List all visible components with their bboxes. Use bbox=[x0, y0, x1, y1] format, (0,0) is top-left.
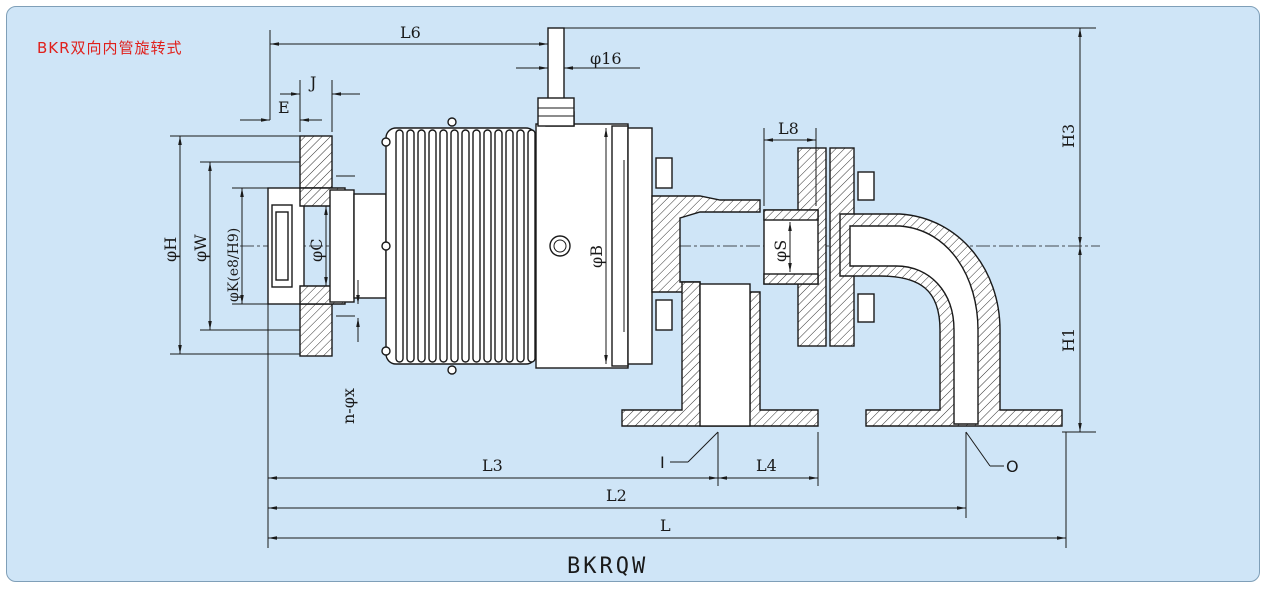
housing-fin bbox=[527, 129, 536, 363]
housing-fin bbox=[395, 129, 404, 363]
left-flange bbox=[267, 135, 387, 357]
housing-fin bbox=[439, 129, 448, 363]
housing-fin bbox=[428, 129, 437, 363]
flange-bolts bbox=[655, 157, 875, 331]
dim-l8: L8 bbox=[778, 119, 799, 138]
housing-fin bbox=[516, 129, 525, 363]
housing-fin bbox=[483, 129, 492, 363]
dim-phi-s: φS bbox=[771, 240, 790, 262]
label-o: O bbox=[1006, 457, 1019, 476]
finned-housing bbox=[381, 117, 537, 375]
dim-l4: L4 bbox=[756, 456, 777, 475]
page-title: BKR双向内管旋转式 bbox=[37, 39, 183, 57]
center-body bbox=[535, 111, 653, 369]
dimensions: L6 φ16 J E L8 H3 H1 φH φW bbox=[161, 23, 1096, 548]
dim-l3: L3 bbox=[482, 456, 503, 475]
dim-l6: L6 bbox=[400, 23, 421, 42]
model-label: BKRQW bbox=[567, 554, 649, 579]
housing-fin bbox=[505, 129, 514, 363]
housing-fin bbox=[494, 129, 503, 363]
dim-l2: L2 bbox=[606, 486, 627, 505]
dim-phi-w: φW bbox=[191, 234, 210, 262]
outlet-elbow bbox=[621, 147, 1063, 427]
label-i: I bbox=[660, 453, 665, 472]
housing-fin bbox=[472, 129, 481, 363]
dim-j: J bbox=[308, 73, 316, 92]
housing-fin bbox=[461, 129, 470, 363]
dim-n-phi-x: n-φx bbox=[339, 388, 358, 424]
housing-fin bbox=[406, 129, 415, 363]
housing-fin bbox=[417, 129, 426, 363]
dim-l: L bbox=[660, 516, 671, 535]
dim-h3: H3 bbox=[1059, 124, 1078, 148]
dim-h1: H1 bbox=[1059, 328, 1078, 352]
dim-phi-b: φB bbox=[587, 245, 606, 268]
dim-phi-k: φK(e8/H9) bbox=[226, 228, 242, 302]
housing-fin bbox=[450, 129, 459, 363]
dim-phi-c: φC bbox=[307, 239, 326, 262]
top-nozzle bbox=[537, 27, 575, 127]
dim-e: E bbox=[278, 98, 290, 117]
dim-phi-h: φH bbox=[161, 237, 180, 262]
dim-phi16: φ16 bbox=[590, 49, 622, 68]
